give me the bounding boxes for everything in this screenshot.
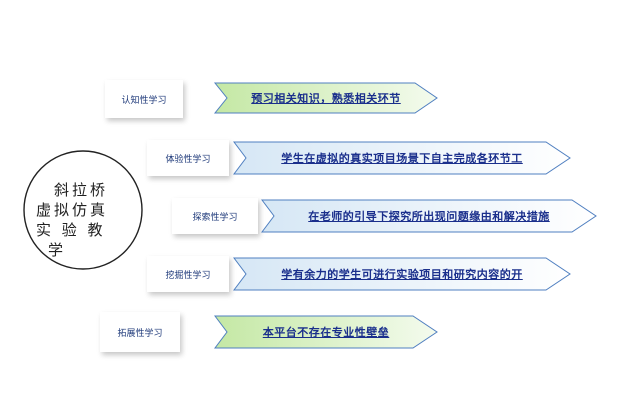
- row-5-label-box: 拓展性学习: [100, 312, 180, 352]
- row-5-arrow: 本平台不存在专业性壁垒: [214, 315, 438, 349]
- row-3-arrow: 在老师的引导下探究所出现问题缘由和解决措施: [261, 199, 597, 233]
- row-2-label-box: 体验性学习: [147, 140, 229, 176]
- center-line-4: 学: [48, 241, 67, 259]
- row-1-arrow: 预习相关知识，熟悉相关环节: [213, 82, 438, 114]
- center-title: 斜拉桥 虚拟仿真 实 验 教 学: [24, 180, 142, 260]
- row-2-label: 体验性学习: [165, 154, 211, 165]
- row-1-label-box: 认知性学习: [105, 80, 183, 118]
- center-circle: [23, 150, 143, 270]
- center-line-1: 斜拉桥: [54, 181, 109, 199]
- row-1-label: 认知性学习: [121, 95, 167, 106]
- row-4-text: 学有余力的学生可进行实验项目和研究内容的开: [281, 268, 523, 281]
- row-4-label: 挖掘性学习: [165, 270, 211, 281]
- row-5-label: 拓展性学习: [117, 328, 163, 339]
- row-2-text: 学生在虚拟的真实项目场景下自主完成各环节工: [281, 152, 523, 165]
- row-4-label-box: 挖掘性学习: [147, 256, 229, 292]
- row-3-label-box: 探索性学习: [172, 198, 258, 234]
- center-line-3: 实 验 教: [36, 221, 106, 239]
- row-5-text: 本平台不存在专业性壁垒: [262, 326, 390, 339]
- row-1-text: 预习相关知识，熟悉相关环节: [251, 92, 401, 105]
- center-line-2: 虚拟仿真: [36, 201, 109, 219]
- row-3-label: 探索性学习: [192, 212, 238, 223]
- row-2-arrow: 学生在虚拟的真实项目场景下自主完成各环节工: [233, 141, 571, 175]
- row-4-arrow: 学有余力的学生可进行实验项目和研究内容的开: [233, 257, 571, 291]
- row-3-text: 在老师的引导下探究所出现问题缘由和解决措施: [308, 210, 550, 223]
